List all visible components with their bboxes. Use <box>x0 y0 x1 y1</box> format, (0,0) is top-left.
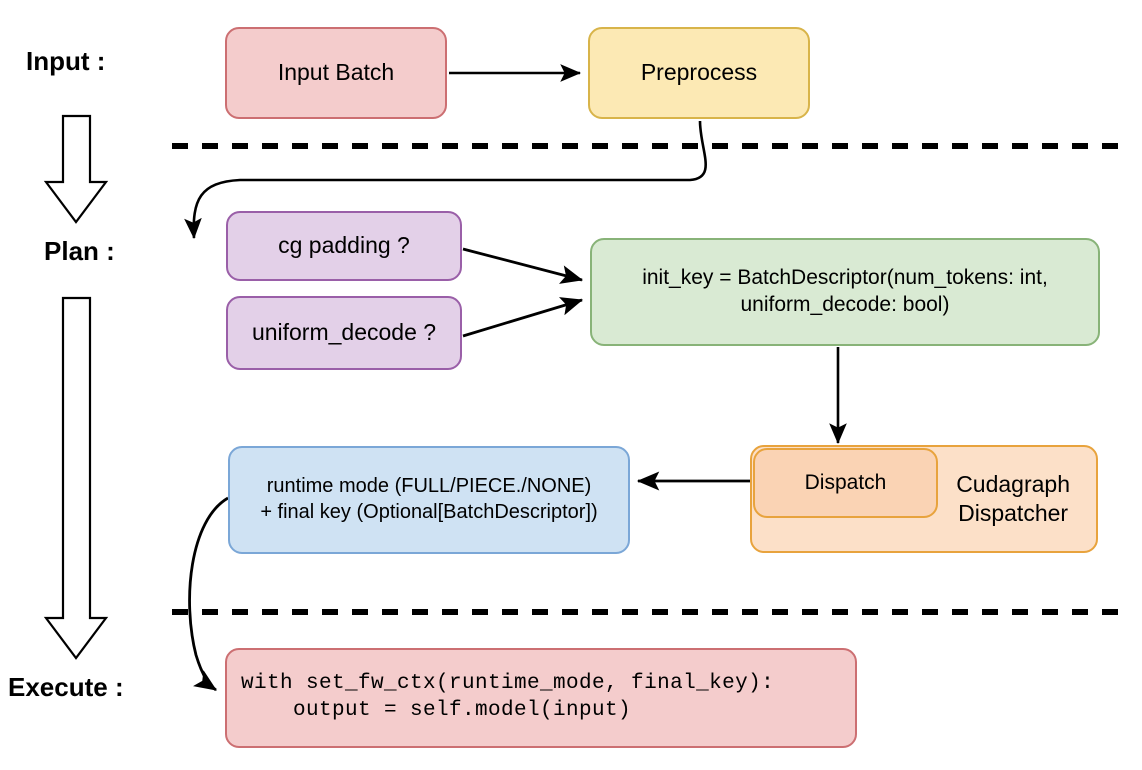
node-uniform-decode[interactable]: uniform_decode ? <box>226 296 462 370</box>
connector-cg-padding-to-init-key <box>462 247 584 284</box>
node-execute-code[interactable]: with set_fw_ctx(runtime_mode, final_key)… <box>225 648 857 748</box>
node-dispatch[interactable]: Dispatch <box>753 448 938 518</box>
node-runtime-mode[interactable]: runtime mode (FULL/PIECE./NONE) + final … <box>228 446 630 554</box>
stage-label-input: Input : <box>26 46 106 76</box>
connector-runtime-mode-to-execute-code <box>188 496 229 692</box>
node-preprocess[interactable]: Preprocess <box>588 27 810 119</box>
node-init-key[interactable]: init_key = BatchDescriptor(num_tokens: i… <box>590 238 1100 346</box>
connector-uniform-decode-to-init-key <box>462 297 584 338</box>
stage-label-plan: Plan : <box>44 236 115 266</box>
node-input-batch[interactable]: Input Batch <box>225 27 447 119</box>
stage-label-execute: Execute : <box>8 672 124 702</box>
stage-arrow-plan-to-execute <box>43 296 109 660</box>
stage-arrow-input-to-plan <box>43 114 109 224</box>
node-cg-padding[interactable]: cg padding ? <box>226 211 462 281</box>
